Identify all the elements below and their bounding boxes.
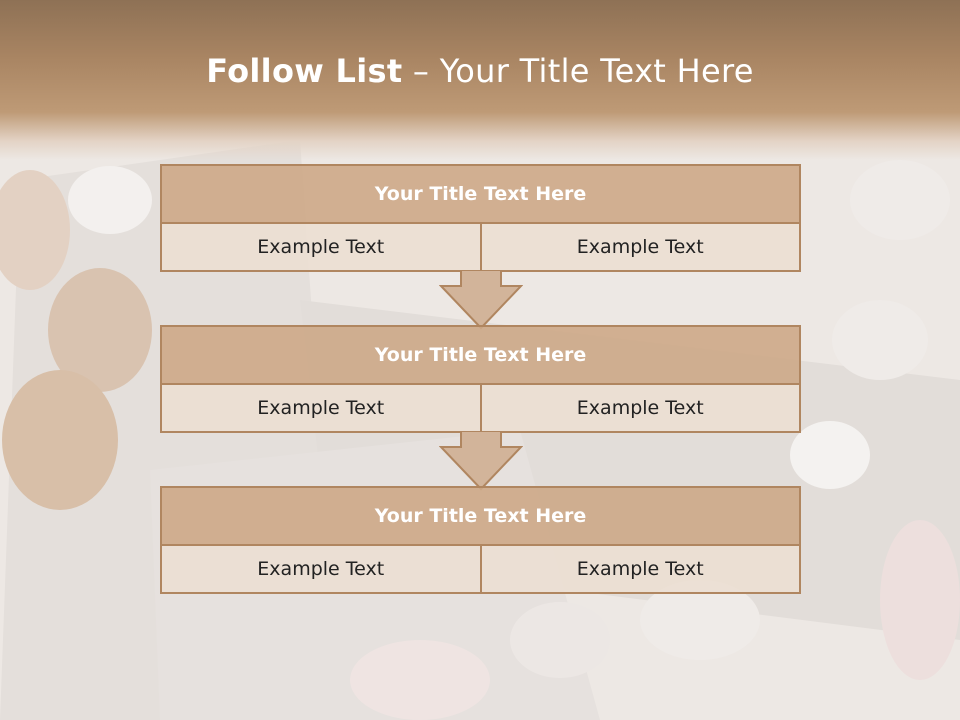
step-title: Your Title Text Here [162,488,799,544]
step-row: Example Text Example Text [162,383,799,431]
title-rest: – Your Title Text Here [402,52,754,90]
step-left-text: Example Text [162,385,480,431]
step-box-1: Your Title Text Here Example Text Exampl… [160,164,801,272]
step-left-text: Example Text [162,546,480,592]
down-arrow-icon [439,431,523,491]
step-right-text: Example Text [479,385,799,431]
step-box-3: Your Title Text Here Example Text Exampl… [160,486,801,594]
step-row: Example Text Example Text [162,222,799,270]
title-bold: Follow List [206,52,403,90]
step-right-text: Example Text [479,546,799,592]
step-row: Example Text Example Text [162,544,799,592]
step-title: Your Title Text Here [162,166,799,222]
header-band [0,0,960,160]
step-box-2: Your Title Text Here Example Text Exampl… [160,325,801,433]
slide-title: Follow List – Your Title Text Here [0,52,960,90]
step-right-text: Example Text [479,224,799,270]
step-title: Your Title Text Here [162,327,799,383]
step-left-text: Example Text [162,224,480,270]
down-arrow-icon [439,270,523,330]
